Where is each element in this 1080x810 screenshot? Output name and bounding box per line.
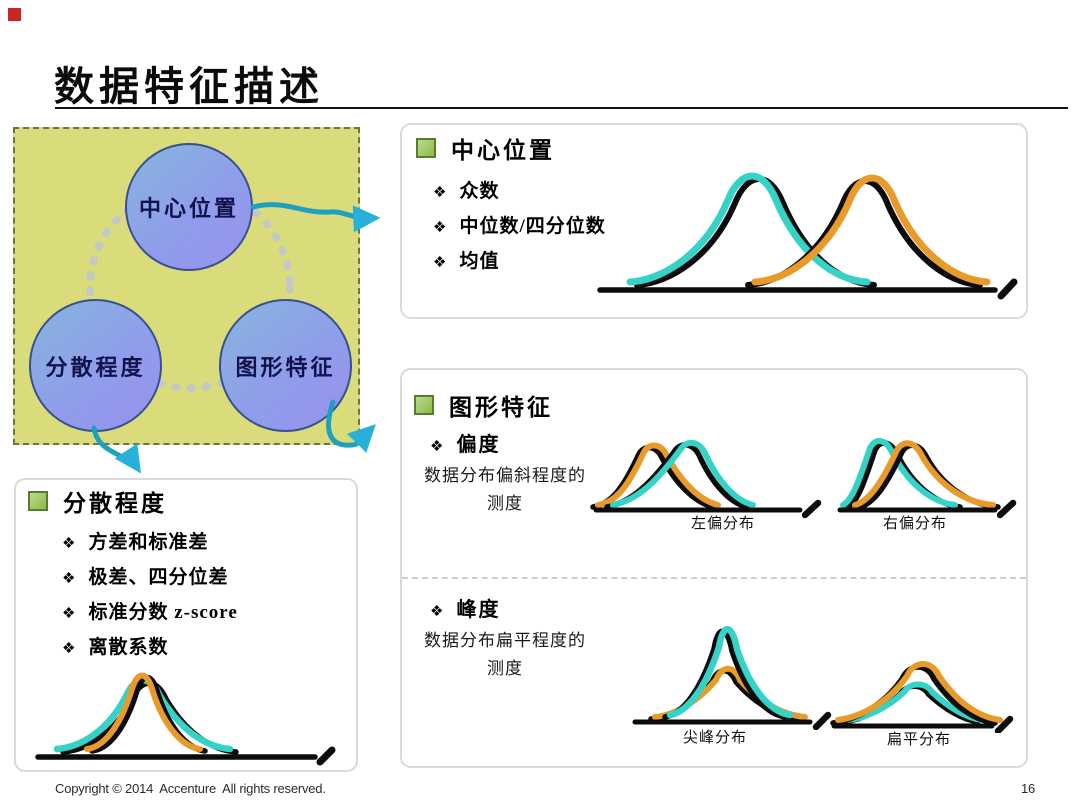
peaked-distribution-chart [632, 626, 832, 730]
copyright-text: Copyright © 2014 Accenture All rights re… [55, 781, 326, 796]
section-title: 分散程度 [63, 491, 167, 516]
chart-caption: 尖峰分布 [682, 730, 747, 746]
right-skew-chart [837, 438, 1017, 519]
section-header: 分散程度 [28, 484, 167, 518]
diamond-bullet-icon: ❖ [62, 536, 76, 552]
list-item: ❖ 标准分数 z-score [62, 602, 238, 623]
section-header: 图形特征 [414, 388, 553, 422]
list-item: ❖ 偏度 [430, 434, 501, 456]
section-box-shape [400, 368, 1028, 768]
diagram-node-label: 中心位置 [138, 196, 239, 221]
section-title: 图形特征 [449, 395, 553, 420]
diamond-bullet-icon: ❖ [62, 571, 76, 587]
skewness-description: 数据分布偏斜程度的测度 [424, 466, 586, 514]
page-title: 数据特征描述 [54, 64, 324, 109]
diagram-node-center-position: 中心位置 [125, 143, 253, 271]
diamond-bullet-icon: ❖ [433, 255, 447, 271]
chart-caption: 扁平分布 [886, 732, 951, 748]
left-skew-chart [590, 439, 822, 519]
flat-distribution-chart [830, 661, 1014, 733]
title-underline [55, 107, 1068, 109]
diamond-bullet-icon: ❖ [62, 606, 76, 622]
diagram-node-dispersion: 分散程度 [29, 299, 162, 432]
green-square-icon [414, 395, 434, 415]
kurtosis-description: 数据分布扁平程度的测度 [424, 631, 586, 679]
diamond-bullet-icon: ❖ [433, 185, 447, 201]
list-item: ❖ 均值 [433, 251, 500, 272]
diamond-bullet-icon: ❖ [62, 641, 76, 657]
diagram-node-label: 图形特征 [235, 354, 336, 380]
diagram-node-label: 分散程度 [45, 354, 146, 380]
section-header: 中心位置 [416, 131, 555, 165]
dispersion-curves-chart [35, 672, 336, 766]
list-item: ❖ 方差和标准差 [62, 532, 209, 553]
diagram-node-shape: 图形特征 [219, 299, 352, 432]
dashed-divider [402, 577, 1026, 579]
two-bell-curves-chart [597, 172, 1018, 300]
green-square-icon [416, 138, 436, 158]
list-item: ❖ 众数 [433, 181, 500, 202]
diamond-bullet-icon: ❖ [433, 220, 447, 236]
chart-caption: 右偏分布 [882, 516, 947, 532]
diamond-bullet-icon: ❖ [430, 604, 444, 620]
section-title: 中心位置 [451, 138, 555, 163]
green-square-icon [28, 491, 48, 511]
list-item: ❖ 离散系数 [62, 637, 169, 658]
chart-caption: 左偏分布 [690, 516, 755, 532]
page-number: 16 [1020, 781, 1035, 796]
list-item: ❖ 中位数/四分位数 [433, 216, 606, 237]
list-item: ❖ 峰度 [430, 599, 501, 621]
diamond-bullet-icon: ❖ [430, 439, 444, 455]
red-corner-mark [8, 8, 21, 21]
list-item: ❖ 极差、四分位差 [62, 567, 229, 588]
